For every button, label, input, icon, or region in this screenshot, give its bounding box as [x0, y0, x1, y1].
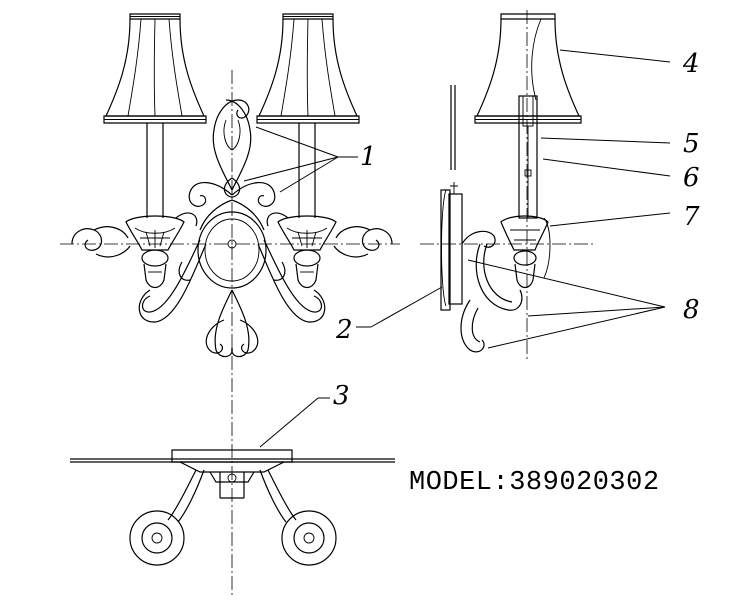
side-arm — [460, 230, 523, 353]
leader-lines — [243, 49, 671, 448]
front-view — [71, 13, 393, 358]
callout-1: 1 — [360, 142, 377, 172]
side-candle — [518, 95, 538, 219]
model-label: MODEL:389020302 — [409, 468, 660, 498]
side-lamp-shade — [474, 13, 582, 124]
candle-sleeves — [146, 123, 316, 218]
side-cup — [500, 215, 551, 289]
callout-4: 4 — [682, 49, 700, 79]
callout-6: 6 — [683, 163, 700, 193]
bottom-scrolls — [205, 289, 259, 358]
callout-3: 3 — [333, 381, 350, 411]
bobeche-cups — [125, 215, 337, 289]
left-lamp-shade — [103, 13, 207, 124]
plan-view — [70, 449, 395, 566]
side-view — [440, 13, 582, 353]
callout-2: 2 — [335, 315, 353, 345]
callout-8: 8 — [683, 295, 700, 325]
right-lamp-shade — [256, 13, 360, 124]
side-backplate — [440, 85, 463, 311]
callout-7: 7 — [683, 202, 700, 232]
top-scroll-crest — [188, 99, 276, 231]
callout-numbers: 1 2 3 4 5 6 7 8 — [333, 49, 700, 411]
backplate — [197, 211, 267, 289]
curved-arms — [138, 239, 326, 323]
callout-5: 5 — [683, 129, 700, 159]
side-scroll-arms — [71, 212, 393, 258]
